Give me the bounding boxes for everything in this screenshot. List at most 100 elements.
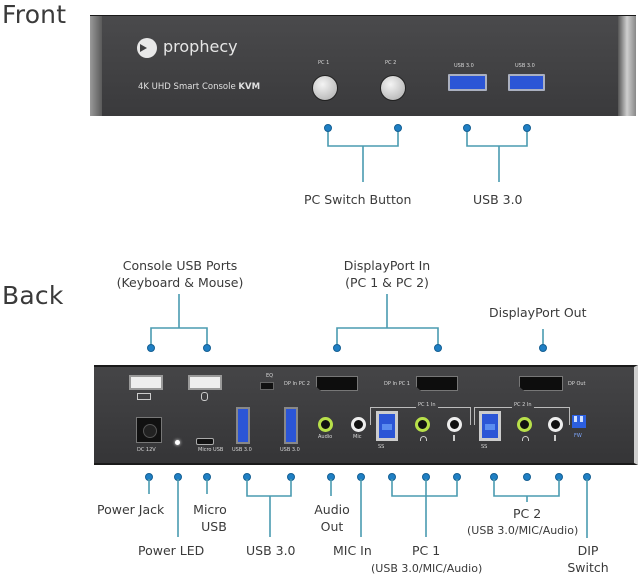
pc1-callout-sublabel: (USB 3.0/MIC/Audio) — [371, 562, 483, 575]
dip-switch-label-line1: DIP — [577, 543, 599, 558]
mic-in-label: MIC In — [333, 543, 372, 558]
pc2-usb-b-label: SS — [481, 444, 488, 450]
mic-label: Mic — [353, 434, 362, 440]
micro-usb-label-line2: USB — [201, 519, 227, 534]
front-device-panel: prophecy 4K UHD Smart Console KVM PC 1 P… — [90, 15, 636, 116]
console-usb-mouse-port[interactable] — [188, 375, 222, 390]
mouse-icon — [201, 392, 208, 401]
audio-out-label: Audio Out — [312, 501, 352, 535]
pc1-callout-label: PC 1 — [412, 543, 441, 558]
fw-label: FW — [574, 433, 582, 439]
console-usb-callout-line — [150, 294, 208, 346]
front-usb-callout-line — [466, 130, 528, 182]
pc2-switch-button[interactable] — [380, 75, 406, 101]
front-usb-port-1[interactable] — [448, 74, 487, 91]
slide-switch[interactable] — [260, 382, 274, 390]
console-usb2-callout-dot — [203, 344, 211, 352]
back-usb3-port-1[interactable] — [236, 407, 250, 444]
pc1-callout-dot — [324, 124, 332, 132]
pc-switch-button-label: PC Switch Button — [304, 192, 412, 207]
pc1-button-label: PC 1 — [318, 60, 330, 66]
pc1-headphone-icon — [420, 436, 427, 441]
pc2-headphone-icon — [522, 436, 529, 441]
usb3-back-callout-line — [246, 479, 292, 537]
power-jack[interactable] — [136, 417, 162, 443]
micro-usb-callout-label: Micro USB — [188, 501, 232, 535]
front-usb1-label: USB 3.0 — [454, 63, 474, 69]
console-usb1-callout-dot — [147, 344, 155, 352]
front-usb1-callout-dot — [463, 124, 471, 132]
displayport-in-pc1[interactable] — [316, 376, 358, 391]
dp-in-label-line1: DisplayPort In — [343, 258, 431, 273]
tagline-text: 4K UHD Smart Console — [138, 82, 239, 92]
dp-out-callout-dot — [539, 344, 547, 352]
dip-switch[interactable] — [572, 415, 586, 428]
power-led — [175, 440, 180, 445]
dp-in2-callout-dot — [434, 344, 442, 352]
pc2-mic-icon — [554, 435, 556, 441]
dp-in-callout-line — [336, 294, 439, 346]
back-usb3-port-2[interactable] — [284, 407, 298, 444]
pc2-headphone-jack[interactable] — [517, 417, 532, 432]
dp-out-callout-label: DisplayPort Out — [489, 305, 587, 320]
dp-in1-callout-dot — [333, 344, 341, 352]
brand-name: prophecy — [163, 37, 238, 56]
front-device-left-edge — [90, 16, 102, 116]
pc1-switch-button[interactable] — [312, 75, 338, 101]
pc1-callout-line — [391, 479, 458, 537]
displayport-out[interactable] — [519, 376, 563, 391]
power-jack-label: Power Jack — [97, 502, 165, 517]
mic-in-jack[interactable] — [351, 417, 366, 432]
eq-label: EQ — [266, 373, 274, 379]
pc2-audio-callout-dot — [523, 473, 531, 481]
dp-in-pc1-label: DP In PC 1 — [384, 381, 410, 387]
audio-label: Audio — [318, 434, 333, 440]
dip-switch-label-line2: Switch — [567, 560, 609, 575]
pc2-button-label: PC 2 — [385, 60, 397, 66]
pc2-callout-line — [493, 479, 560, 502]
pc1-mic-icon — [453, 435, 455, 441]
dc-label: DC 12V — [137, 447, 156, 453]
front-usb-port-2[interactable] — [508, 74, 545, 91]
audio-out-label-line2: Out — [320, 519, 344, 534]
tagline: 4K UHD Smart Console KVM — [138, 82, 260, 92]
front-usb3-label: USB 3.0 — [473, 192, 523, 207]
back-usb3-label-1: USB 3.0 — [232, 447, 252, 453]
pc2-mic-jack[interactable] — [548, 417, 563, 432]
audio-out-jack[interactable] — [318, 417, 333, 432]
front-device-right-edge — [618, 16, 636, 116]
console-usb-keyboard-port[interactable] — [129, 375, 163, 390]
dp-in-pc2-label: DP In PC 2 — [284, 381, 310, 387]
pc2-callout-dot — [394, 124, 402, 132]
pc-switch-callout-line — [327, 130, 399, 182]
audio-out-label-line1: Audio — [314, 502, 350, 517]
pc1-mic-jack[interactable] — [447, 417, 462, 432]
micro-usb-label-line1: Micro — [193, 502, 227, 517]
micro-usb-port[interactable] — [196, 438, 214, 445]
back-usb3-callout-label: USB 3.0 — [246, 543, 296, 558]
dp-in-label-line2: (PC 1 & PC 2) — [345, 275, 429, 290]
pc2-callout-label: PC 2 — [513, 506, 542, 521]
prophecy-logo-icon — [137, 38, 157, 58]
console-usb-label-line2: (Keyboard & Mouse) — [116, 275, 244, 290]
power-led-label: Power LED — [138, 543, 205, 558]
front-usb2-label: USB 3.0 — [515, 63, 535, 69]
tagline-kvm: KVM — [238, 82, 261, 92]
pc2-usb-b-port[interactable] — [479, 411, 501, 441]
pc1-usb-b-port[interactable] — [376, 411, 398, 441]
pc2-group-label: PC 2 In — [512, 402, 534, 408]
dp-in-label: DisplayPort In (PC 1 & PC 2) — [335, 257, 439, 291]
displayport-in-pc2[interactable] — [416, 376, 458, 391]
dip-switch-label: DIP Switch — [566, 542, 610, 576]
pc2-callout-sublabel: (USB 3.0/MIC/Audio) — [467, 524, 579, 537]
pc1-headphone-jack[interactable] — [415, 417, 430, 432]
back-device-panel: DC 12V Micro USB EQ DP In PC 2 USB 3.0 U… — [94, 365, 638, 465]
back-usb3-label-2: USB 3.0 — [280, 447, 300, 453]
dp-out-label: DP Out — [568, 381, 586, 387]
keyboard-icon — [137, 393, 151, 400]
pc1-usb-b-label: SS — [378, 444, 385, 450]
console-usb-label: Console USB Ports (Keyboard & Mouse) — [112, 257, 248, 291]
console-usb-label-line1: Console USB Ports — [122, 258, 238, 273]
front-usb2-callout-dot — [523, 124, 531, 132]
